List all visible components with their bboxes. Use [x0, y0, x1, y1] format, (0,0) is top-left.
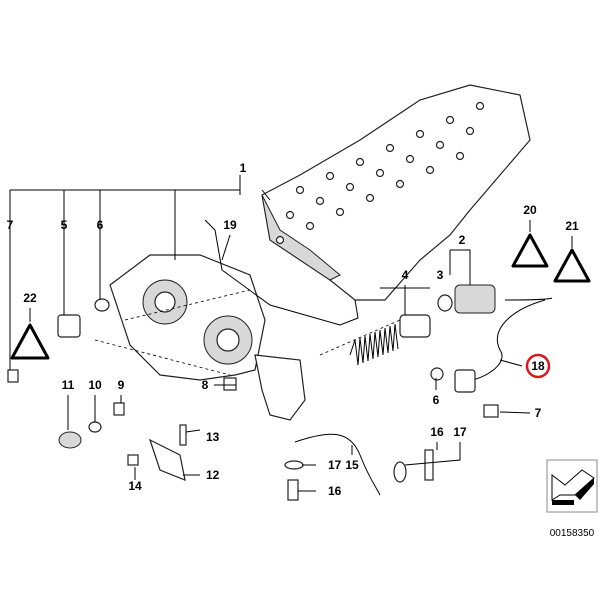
part-label-11[interactable]: 11 — [62, 378, 75, 392]
part-label-20[interactable]: 20 — [523, 203, 537, 217]
part-label-1[interactable]: 1 — [240, 161, 247, 175]
part-label-21[interactable]: 21 — [565, 219, 579, 233]
bolt-icon — [365, 193, 375, 203]
bolt-icon — [295, 185, 305, 195]
part-number: 00158350 — [550, 528, 595, 539]
bolt-icon — [275, 235, 285, 245]
part-label-22[interactable]: 22 — [23, 291, 37, 305]
part-label-9[interactable]: 9 — [118, 378, 125, 392]
small-parts — [7, 284, 553, 501]
part-label-10[interactable]: 10 — [88, 378, 102, 392]
bolt-icon — [335, 207, 345, 217]
part-label-12[interactable]: 12 — [206, 468, 220, 482]
highlight-circle — [525, 353, 551, 379]
part-label-19[interactable]: 19 — [223, 218, 237, 232]
part-label-13[interactable]: 13 — [206, 430, 220, 444]
bolt-icon — [445, 115, 455, 125]
diagram-navigation-icon[interactable] — [546, 459, 598, 513]
bolt-icon — [285, 210, 295, 220]
bolt-icon — [405, 154, 415, 164]
part-label-14[interactable]: 14 — [128, 479, 142, 493]
part-label-7[interactable]: 7 — [7, 218, 14, 232]
part-label-8[interactable]: 8 — [202, 378, 209, 392]
bolt-icon — [305, 221, 315, 231]
part-label-6[interactable]: 6 — [433, 393, 440, 407]
vanos-unit — [109, 219, 359, 421]
part-label-16[interactable]: 16 — [430, 425, 444, 439]
part-label-4[interactable]: 4 — [402, 268, 409, 282]
part-label-2[interactable]: 2 — [459, 233, 466, 247]
part-label-15[interactable]: 15 — [345, 458, 359, 472]
bolt-icon — [325, 171, 335, 181]
bolt-icon — [475, 101, 485, 111]
part-label-7[interactable]: 7 — [535, 406, 542, 420]
bolt-icon — [425, 165, 435, 175]
bolt-icon — [415, 129, 425, 139]
part-label-17[interactable]: 17 — [453, 425, 467, 439]
part-label-16[interactable]: 16 — [328, 484, 342, 498]
part-label-17[interactable]: 17 — [328, 458, 342, 472]
bolt-icon — [345, 182, 355, 192]
bolt-icon — [315, 196, 325, 206]
bolt-icon — [435, 140, 445, 150]
part-label-5[interactable]: 5 — [61, 218, 68, 232]
label-18-highlighted[interactable]: 18 — [531, 359, 545, 373]
bolt-icon — [375, 168, 385, 178]
warning-triangle-icon — [10, 233, 591, 360]
bolt-icon — [395, 179, 405, 189]
spring — [349, 323, 399, 366]
part-label-6[interactable]: 6 — [97, 218, 104, 232]
bolt-icon — [385, 143, 395, 153]
bolt-icon — [465, 126, 475, 136]
bolt-icon — [355, 157, 365, 167]
bolt-icon — [455, 151, 465, 161]
part-label-3[interactable]: 3 — [437, 268, 444, 282]
cylinder-head — [261, 84, 531, 301]
